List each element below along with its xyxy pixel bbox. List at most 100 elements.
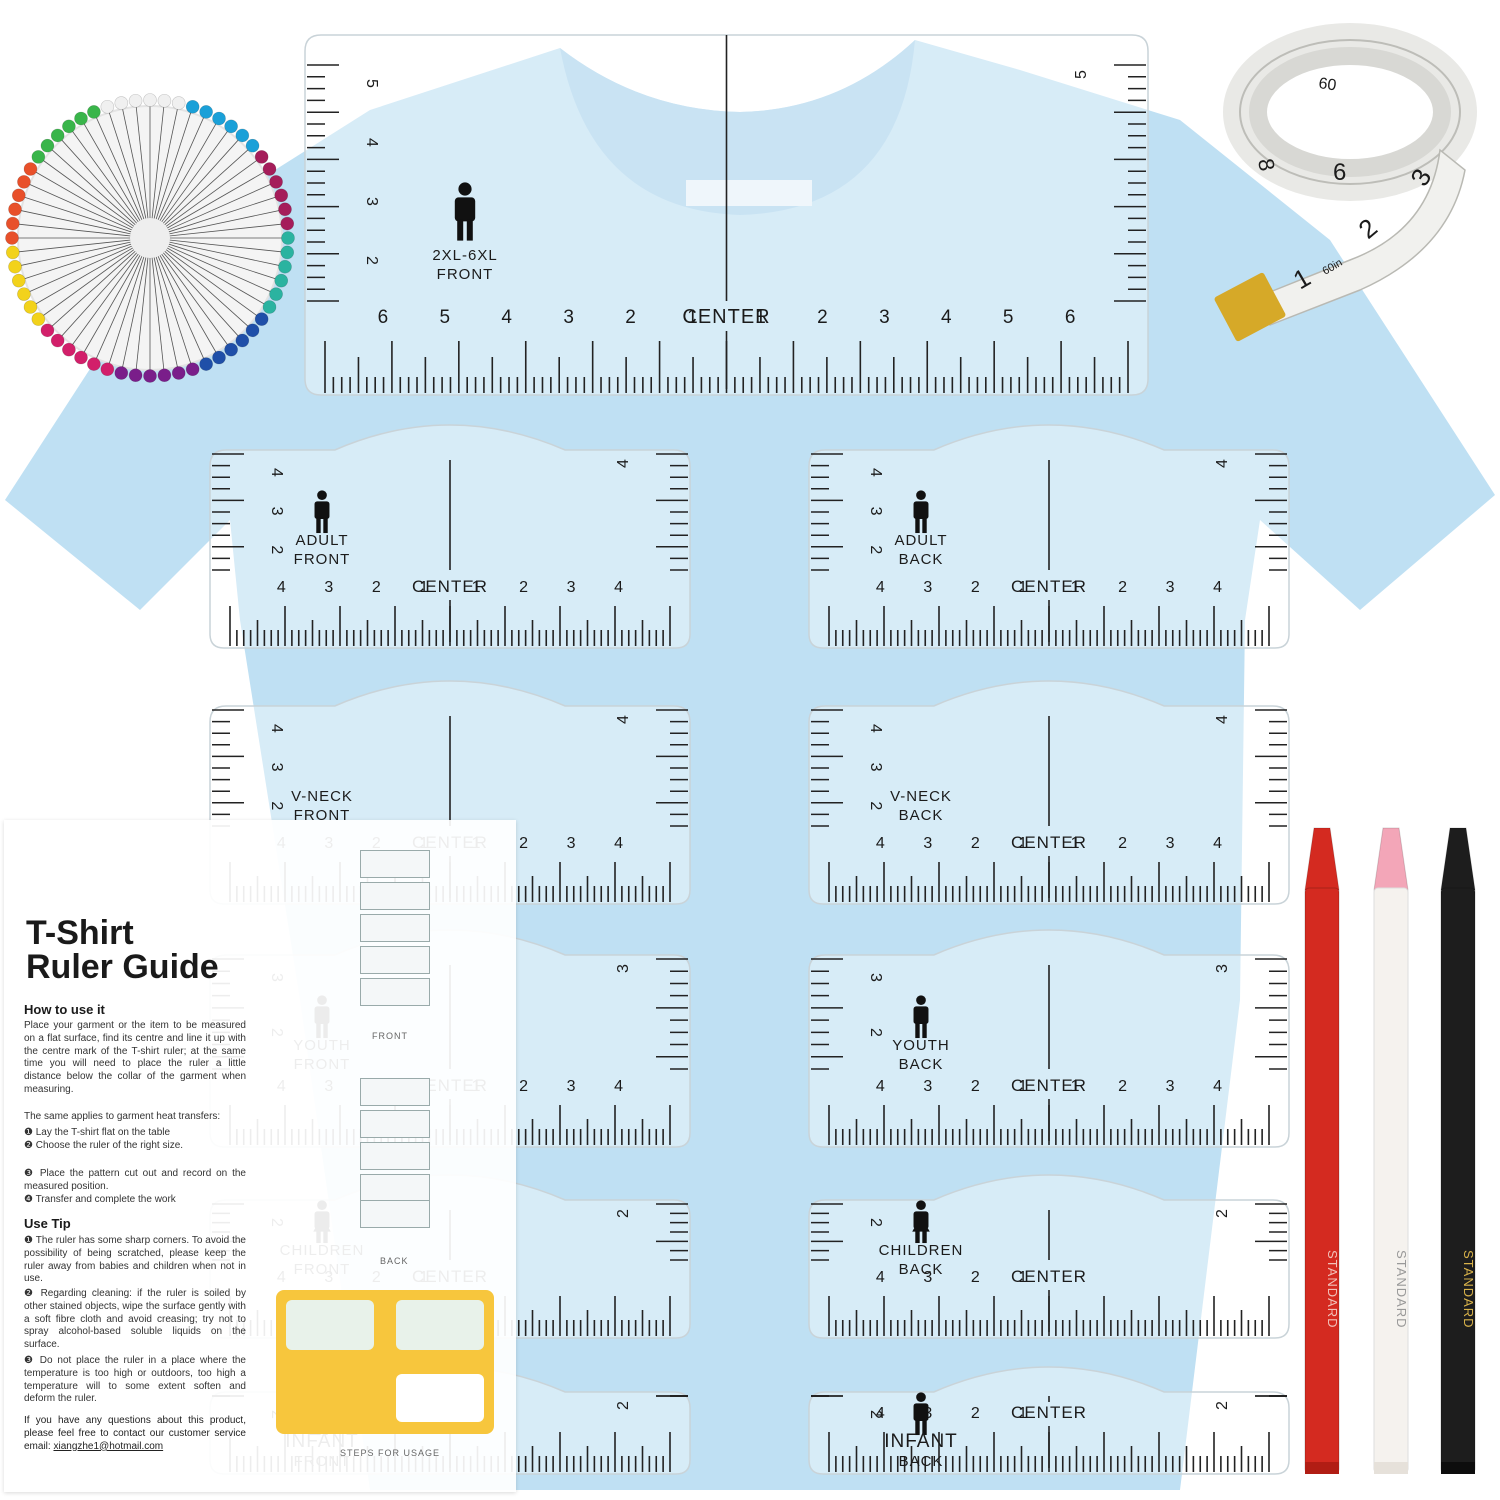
pin-shaft (30, 246, 135, 308)
pin-shaft (160, 252, 232, 350)
pin-shaft (155, 254, 194, 370)
pin-head (171, 366, 186, 380)
ruler-name-line: BACK (899, 1453, 944, 1470)
pin-head (87, 105, 101, 119)
pin-head (23, 162, 38, 176)
scale-number: 2 (1118, 835, 1127, 852)
step-4: ❹ Transfer and complete the work (24, 1194, 176, 1205)
youth-icon (913, 995, 929, 1039)
scale-number: 1 (1018, 835, 1027, 852)
scale-number: 3 (1166, 835, 1175, 852)
scale-number: 3 (923, 1078, 932, 1095)
scale-number: 2 (971, 1405, 980, 1422)
tip-2: ❷ Regarding cleaning: if the ruler is so… (24, 1288, 246, 1351)
pin-shaft (30, 168, 135, 230)
pin-head (269, 287, 283, 301)
pin-wheel-hub (130, 218, 170, 258)
pin-shaft (57, 251, 139, 341)
ruler-name-line: BACK (899, 551, 944, 568)
ruler-name-line: V-NECK (291, 788, 353, 805)
side-number: 2 (1214, 1209, 1231, 1218)
ruler-name-line: FRONT (294, 551, 351, 568)
template-window-1 (286, 1300, 374, 1350)
measuring-tape: 60 1 2 3 60in 6 8 (1214, 23, 1477, 342)
thumb-front-3 (360, 914, 430, 942)
scale-number: 1 (1018, 1405, 1027, 1422)
side-number: 2 (363, 256, 380, 265)
tape-number-2: 2 (1353, 212, 1383, 244)
red-pencil: STANDARD (1304, 827, 1340, 1474)
pin-shaft (93, 254, 144, 365)
pin-head (185, 362, 200, 377)
pencil-brand: STANDARD (1461, 1250, 1476, 1329)
scale-number: 2 (1118, 579, 1127, 596)
pin-head (40, 138, 55, 153)
scale-number: 4 (876, 835, 885, 852)
thumb-front-5 (360, 978, 430, 1006)
side-number: 4 (615, 459, 632, 468)
pin-head (280, 245, 295, 260)
scale-number: 6 (1065, 307, 1076, 328)
pin-shaft (135, 255, 149, 376)
thumb-front-1 (360, 850, 430, 878)
pin-head (8, 202, 22, 217)
side-number: 3 (615, 964, 632, 973)
pin-head (62, 342, 76, 357)
pin-shaft (166, 243, 282, 282)
black-pencil: STANDARD (1440, 827, 1476, 1474)
step-3: ❸ Place the pattern cut out and record o… (24, 1168, 246, 1192)
scale-number: 3 (567, 579, 576, 596)
scale-number: 4 (614, 579, 623, 596)
scale-number: 5 (439, 307, 450, 328)
scale-number: 3 (1166, 579, 1175, 596)
pin-head (50, 128, 65, 143)
pin-shaft (57, 135, 139, 225)
pin-head (5, 216, 20, 231)
tape-number-60: 60 (1317, 75, 1337, 94)
scale-number: 1 (1071, 1078, 1080, 1095)
scale-number: 1 (1071, 835, 1080, 852)
side-number: 2 (867, 545, 884, 554)
pin-shaft (14, 208, 133, 235)
pin-head (8, 259, 22, 274)
scale-number: 3 (563, 307, 574, 328)
pin-shaft (163, 249, 253, 331)
pin-wheel (5, 93, 295, 383)
scale-number: 4 (614, 835, 623, 852)
how-to-heading: How to use it (24, 1002, 105, 1017)
side-number: 5 (1073, 70, 1090, 79)
scale-number: 1 (1018, 1078, 1027, 1095)
ruler-name-line: 2XL-6XL (432, 247, 497, 264)
scale-number: 2 (625, 307, 636, 328)
side-number: 2 (867, 801, 884, 810)
pin-head (11, 188, 26, 203)
side-number: 3 (867, 763, 884, 772)
heat-transfer-text: The same applies to garment heat transfe… (24, 1111, 221, 1122)
center-label: CENTER (1011, 833, 1087, 852)
scale-number: 3 (923, 835, 932, 852)
shirt-collar (560, 40, 915, 215)
scale-number: 1 (419, 579, 428, 596)
pin-shaft (68, 126, 140, 224)
center-label: CENTER (1011, 1403, 1087, 1422)
pin-shaft (12, 223, 133, 237)
side-number: 2 (615, 1401, 632, 1410)
pin-shaft (158, 118, 220, 223)
ruler-name-line: ADULT (894, 532, 947, 549)
thumb-back-2 (360, 1110, 430, 1138)
step-1: ❶ Lay the T-shirt flat on the table (24, 1127, 171, 1138)
pin-head (245, 138, 260, 153)
side-number: 5 (363, 79, 380, 88)
thumb-back-5 (360, 1200, 430, 1228)
adult-icon (913, 490, 929, 534)
ruler-infant-back[interactable]: 4321CENTER22INFANTBACK (808, 1366, 1290, 1475)
pin-shaft (14, 241, 133, 268)
contact-email[interactable]: xiangzhe1@hotmail.com (53, 1440, 164, 1452)
scale-number: 1 (687, 307, 698, 328)
